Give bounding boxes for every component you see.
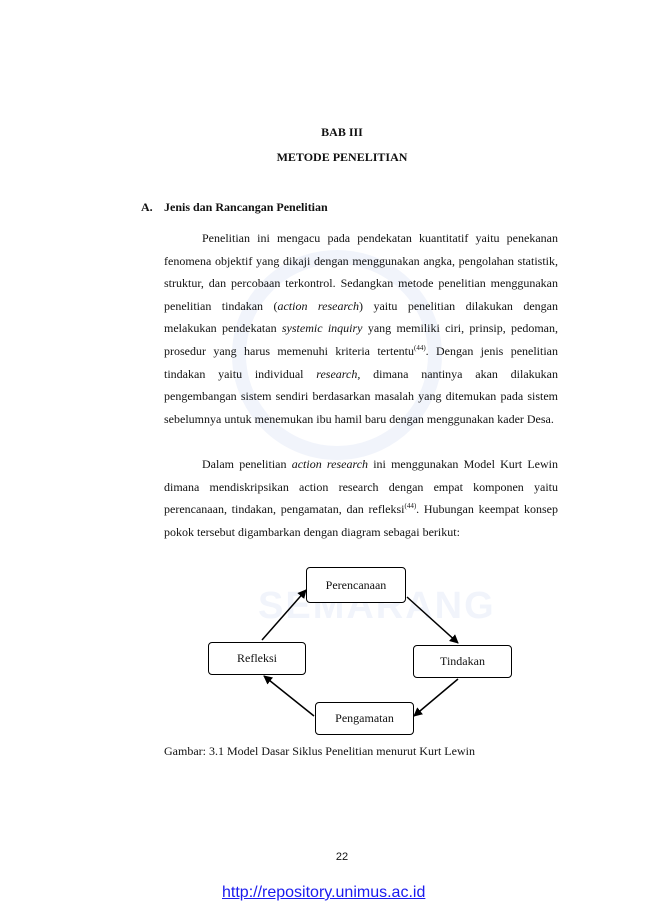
paragraph-1: Penelitian ini mengacu pada pendekatan k… [164, 227, 558, 430]
p1-text-4: . Dengan jenis penelitian tindakan yaitu… [164, 343, 559, 381]
arrow-action-to-observation [413, 678, 459, 717]
p2-text-2: ini menggunakan Model Kurt Lewin dimana … [164, 457, 558, 517]
arrow-planning-to-action [406, 596, 459, 644]
section-heading: A. Jenis dan Rancangan Penelitian [141, 200, 328, 215]
p1-italic-2: systemic inquiry [281, 321, 363, 336]
p2-italic-1: action research [291, 457, 369, 471]
p1-text-2: ) yaitu penelitian dilakukan dengan mela… [164, 298, 558, 336]
node-reflection: Refleksi [208, 642, 306, 675]
p2-text-1: Dalam penelitian [202, 457, 292, 471]
p1-citation: (44) [414, 343, 426, 352]
node-planning: Perencanaan [306, 567, 406, 603]
node-observation: Pengamatan [315, 702, 414, 735]
paragraph-2: Dalam penelitian action research ini men… [164, 453, 558, 543]
p1-text-3: yang memiliki ciri, prinsip, pedoman, pr… [164, 321, 558, 358]
section-title: Jenis dan Rancangan Penelitian [164, 200, 328, 214]
p2-citation: (44) [404, 502, 417, 511]
page-number: 22 [335, 851, 349, 863]
figure-caption: Gambar: 3.1 Model Dasar Siklus Penelitia… [164, 744, 475, 758]
arrow-observation-to-reflection [263, 675, 315, 717]
repository-link[interactable]: http://repository.unimus.ac.id [222, 884, 426, 901]
p1-italic-3: research, [316, 366, 361, 381]
p2-text-3: . Hubungan keempat konsep pokok tersebut… [164, 502, 558, 539]
arrow-reflection-to-planning [261, 589, 307, 641]
p1-text-5: dimana nantinya akan dilakukan pengemban… [164, 366, 558, 426]
chapter-title: METODE PENELITIAN [276, 150, 408, 164]
p1-text-1: Penelitian ini mengacu pada pendekatan k… [164, 231, 558, 313]
section-letter: A. [141, 200, 153, 214]
chapter-heading: BAB III [321, 125, 363, 139]
p1-italic-1: action research [277, 298, 360, 313]
node-action: Tindakan [413, 645, 512, 678]
